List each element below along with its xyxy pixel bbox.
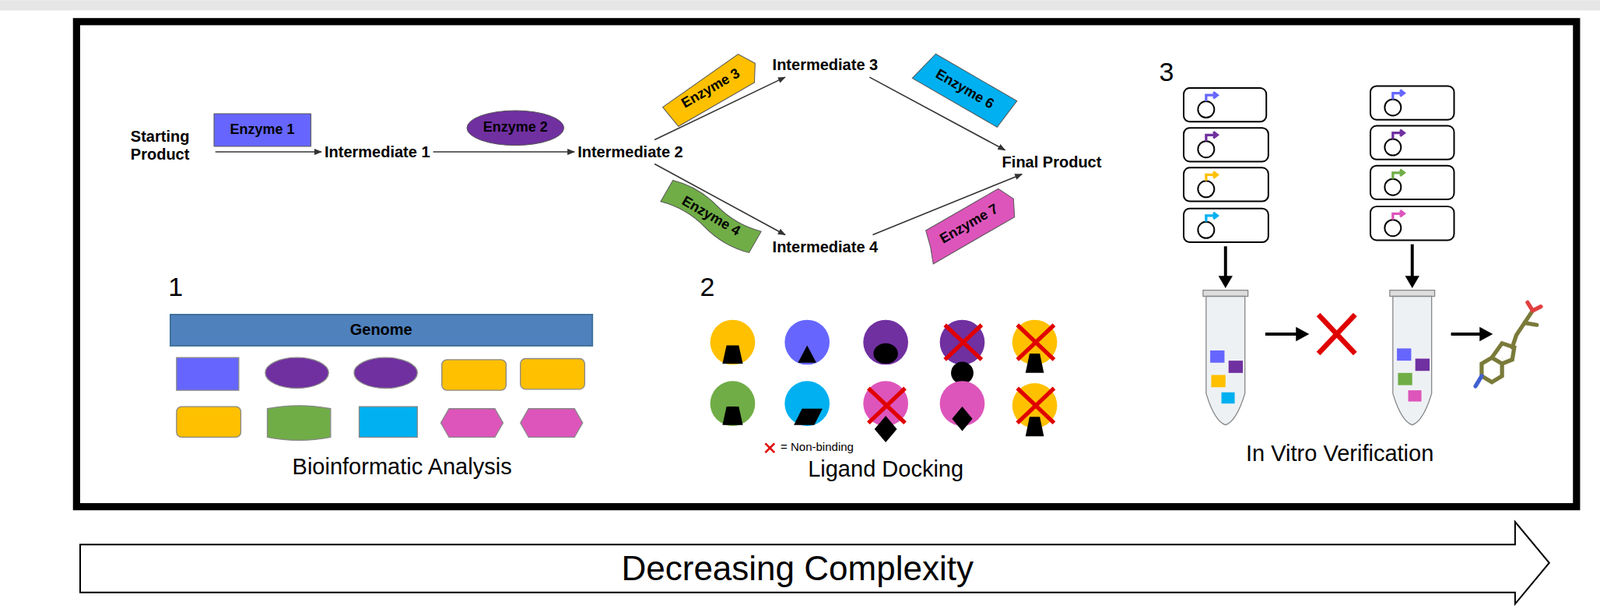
- node-label: Decreasing Complexity: [621, 548, 974, 588]
- docking-shapes: [710, 319, 1058, 453]
- enzyme-node: Enzyme 7: [916, 185, 1022, 265]
- fail-x: [1318, 314, 1355, 354]
- callout-number: 2: [700, 271, 716, 302]
- node-label: Intermediate 3: [772, 56, 879, 74]
- enzyme-node: Enzyme 6: [912, 49, 1018, 130]
- callout-number: 1: [168, 271, 183, 302]
- legend-text: = Non-binding: [780, 439, 854, 453]
- outer-frame: [76, 21, 1577, 507]
- enzyme-node: Enzyme 3: [659, 49, 765, 129]
- gene-ellipse: [265, 357, 329, 388]
- complexity-arrow: Decreasing Complexity: [79, 520, 1551, 605]
- section-caption: Bioinformatic Analysis: [292, 453, 513, 480]
- legend-x: [764, 442, 775, 453]
- section-caption: In Vitro Verification: [1245, 440, 1434, 467]
- flow-arrows: [1218, 244, 1494, 342]
- pathway-arrow: [433, 150, 576, 153]
- node-label: Genome: [350, 320, 413, 339]
- gene-wave: [267, 405, 331, 441]
- cells: [1183, 85, 1454, 243]
- top-strip: [0, 0, 1600, 11]
- promoter-arrows: [1206, 90, 1404, 222]
- product-molecule: [1475, 301, 1541, 386]
- pathway-node: Intermediate 2: [577, 143, 684, 162]
- gene-rect: [359, 406, 418, 437]
- gene-hexagon: [520, 408, 583, 438]
- pathway-node: Starting Product: [130, 127, 213, 164]
- enzyme-node: Enzyme 1: [214, 113, 312, 147]
- gene-rect: [442, 359, 507, 390]
- enzyme-label: Enzyme 1: [229, 121, 295, 138]
- node-label: Starting Product: [130, 127, 213, 164]
- genome-band: Genome: [169, 313, 593, 347]
- node-label: Intermediate 1: [324, 143, 431, 162]
- node-label: Final Product: [1002, 153, 1102, 172]
- pathway-node: Intermediate 4: [772, 238, 879, 257]
- node-label: Intermediate 2: [577, 143, 684, 162]
- pathway-node: Final Product: [1002, 153, 1102, 172]
- gene-hexagon: [440, 408, 503, 438]
- gene-rect: [176, 406, 242, 437]
- node-label: Intermediate 4: [772, 238, 879, 257]
- gene-shapes: [176, 357, 585, 440]
- enzyme-node: Enzyme 4: [659, 176, 765, 257]
- tubes: [1203, 290, 1436, 425]
- gene-rect: [176, 357, 239, 390]
- enzyme-node: Enzyme 2: [466, 110, 565, 146]
- gene-ellipse: [354, 357, 418, 388]
- section-caption: Ligand Docking: [807, 456, 964, 482]
- callout-number: 3: [1159, 56, 1175, 88]
- pathway-arrow: [215, 150, 322, 153]
- pathway-node: Intermediate 1: [324, 143, 431, 162]
- gene-rect: [520, 357, 586, 389]
- enzyme-label: Enzyme 2: [483, 119, 548, 136]
- pathway-node: Intermediate 3: [772, 56, 879, 74]
